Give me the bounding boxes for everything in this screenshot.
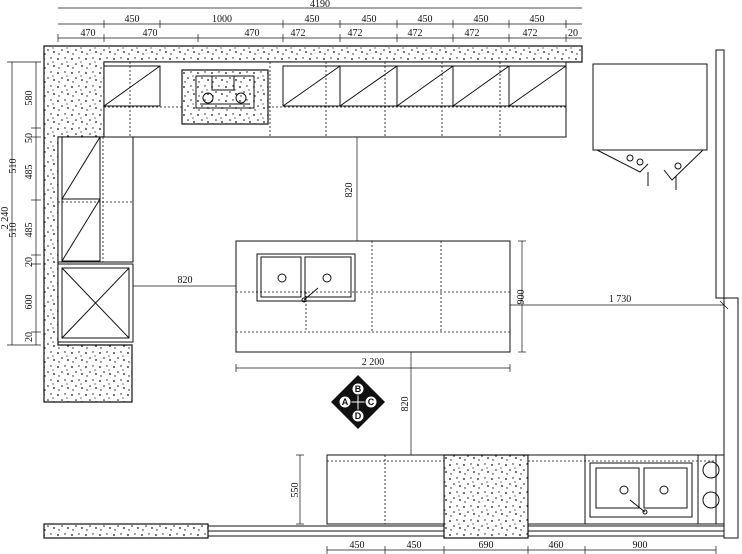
cooktop-hob	[181, 69, 269, 125]
dim-row1-5: 450	[474, 14, 489, 25]
dim-to-wall-top: 820	[344, 183, 355, 198]
top-counter-run	[103, 61, 567, 138]
dim-bottom-2: 690	[479, 540, 494, 551]
dim-island-width: 2 200	[362, 357, 385, 368]
dim-island-to-bottom: 820	[400, 397, 411, 412]
dim-row1-4: 450	[418, 14, 433, 25]
dim-left-8: 20	[24, 332, 35, 342]
dim-left-7: 600	[24, 295, 35, 310]
dim-left-2: 510	[8, 159, 19, 174]
dim-row1-1: 1000	[212, 14, 232, 25]
bottom-dimensions: 550 450 450 690 460 900	[290, 454, 717, 554]
bottom-wall-column	[443, 454, 529, 539]
right-wall-upper	[715, 49, 725, 299]
dim-row2-7: 472	[523, 28, 538, 39]
corner-appliance	[592, 63, 708, 190]
bottom-left-counter	[326, 454, 445, 525]
fridge-unit	[592, 63, 708, 151]
marker-c: C	[368, 397, 375, 407]
dim-bottom-0: 450	[350, 540, 365, 551]
dim-row2-1: 470	[143, 28, 158, 39]
dim-left-5: 485	[24, 223, 35, 238]
bottom-right-counter	[527, 454, 717, 525]
dim-bottom-left-depth: 550	[290, 483, 301, 498]
dim-left-total: 2 240	[0, 207, 11, 230]
bottom-left-wall	[43, 523, 209, 539]
marker-b: B	[355, 384, 362, 394]
marker-d: D	[355, 411, 362, 421]
dim-to-island-left: 820	[178, 275, 193, 286]
dim-left-0: 580	[24, 91, 35, 106]
bottom-sink	[589, 462, 693, 518]
left-dimensions: 580 50 510 485 510 485 20 600 20 2 240	[0, 61, 41, 346]
dim-row2-5: 472	[408, 28, 423, 39]
walls	[43, 45, 739, 539]
dim-bottom-4: 900	[633, 540, 648, 551]
right-wall-lower	[723, 297, 739, 539]
dim-row2-0: 470	[81, 28, 96, 39]
top-dimensions: 4190 450 1000 450 450 450 450 450	[57, 0, 582, 42]
dim-left-4: 510	[8, 223, 19, 238]
dim-row2-ticks	[57, 34, 567, 42]
marker-a: A	[342, 397, 349, 407]
bottom-counter-run	[207, 454, 725, 537]
dim-row1-3: 450	[362, 14, 377, 25]
dim-row1-2: 450	[305, 14, 320, 25]
top-counter	[103, 61, 567, 138]
island-sink	[256, 253, 356, 303]
dim-row1-0: 450	[125, 14, 140, 25]
dim-island-to-right-wall: 1 730	[609, 294, 632, 305]
bottom-hob-circles	[697, 454, 725, 525]
dim-island-depth: 900	[516, 290, 527, 305]
dim-row2-8: 20	[568, 28, 578, 39]
left-counter-run	[57, 136, 134, 343]
wall-cabinets	[103, 65, 567, 107]
dim-row2-6: 472	[465, 28, 480, 39]
dim-row1-6: 450	[530, 14, 545, 25]
dim-row2-2: 470	[245, 28, 260, 39]
dim-bottom-3: 460	[549, 540, 564, 551]
kitchen-island	[235, 240, 511, 353]
view-direction-marker: B A C D	[331, 375, 385, 429]
dim-left-6: 20	[24, 257, 35, 267]
dim-top-total: 4190	[310, 0, 330, 10]
dim-left-1: 50	[24, 133, 35, 143]
dim-row2-3: 472	[291, 28, 306, 39]
dim-row1-ticks	[103, 20, 567, 28]
dim-bottom-1: 450	[407, 540, 422, 551]
dim-row2-4: 472	[348, 28, 363, 39]
dim-left-3: 485	[24, 165, 35, 180]
